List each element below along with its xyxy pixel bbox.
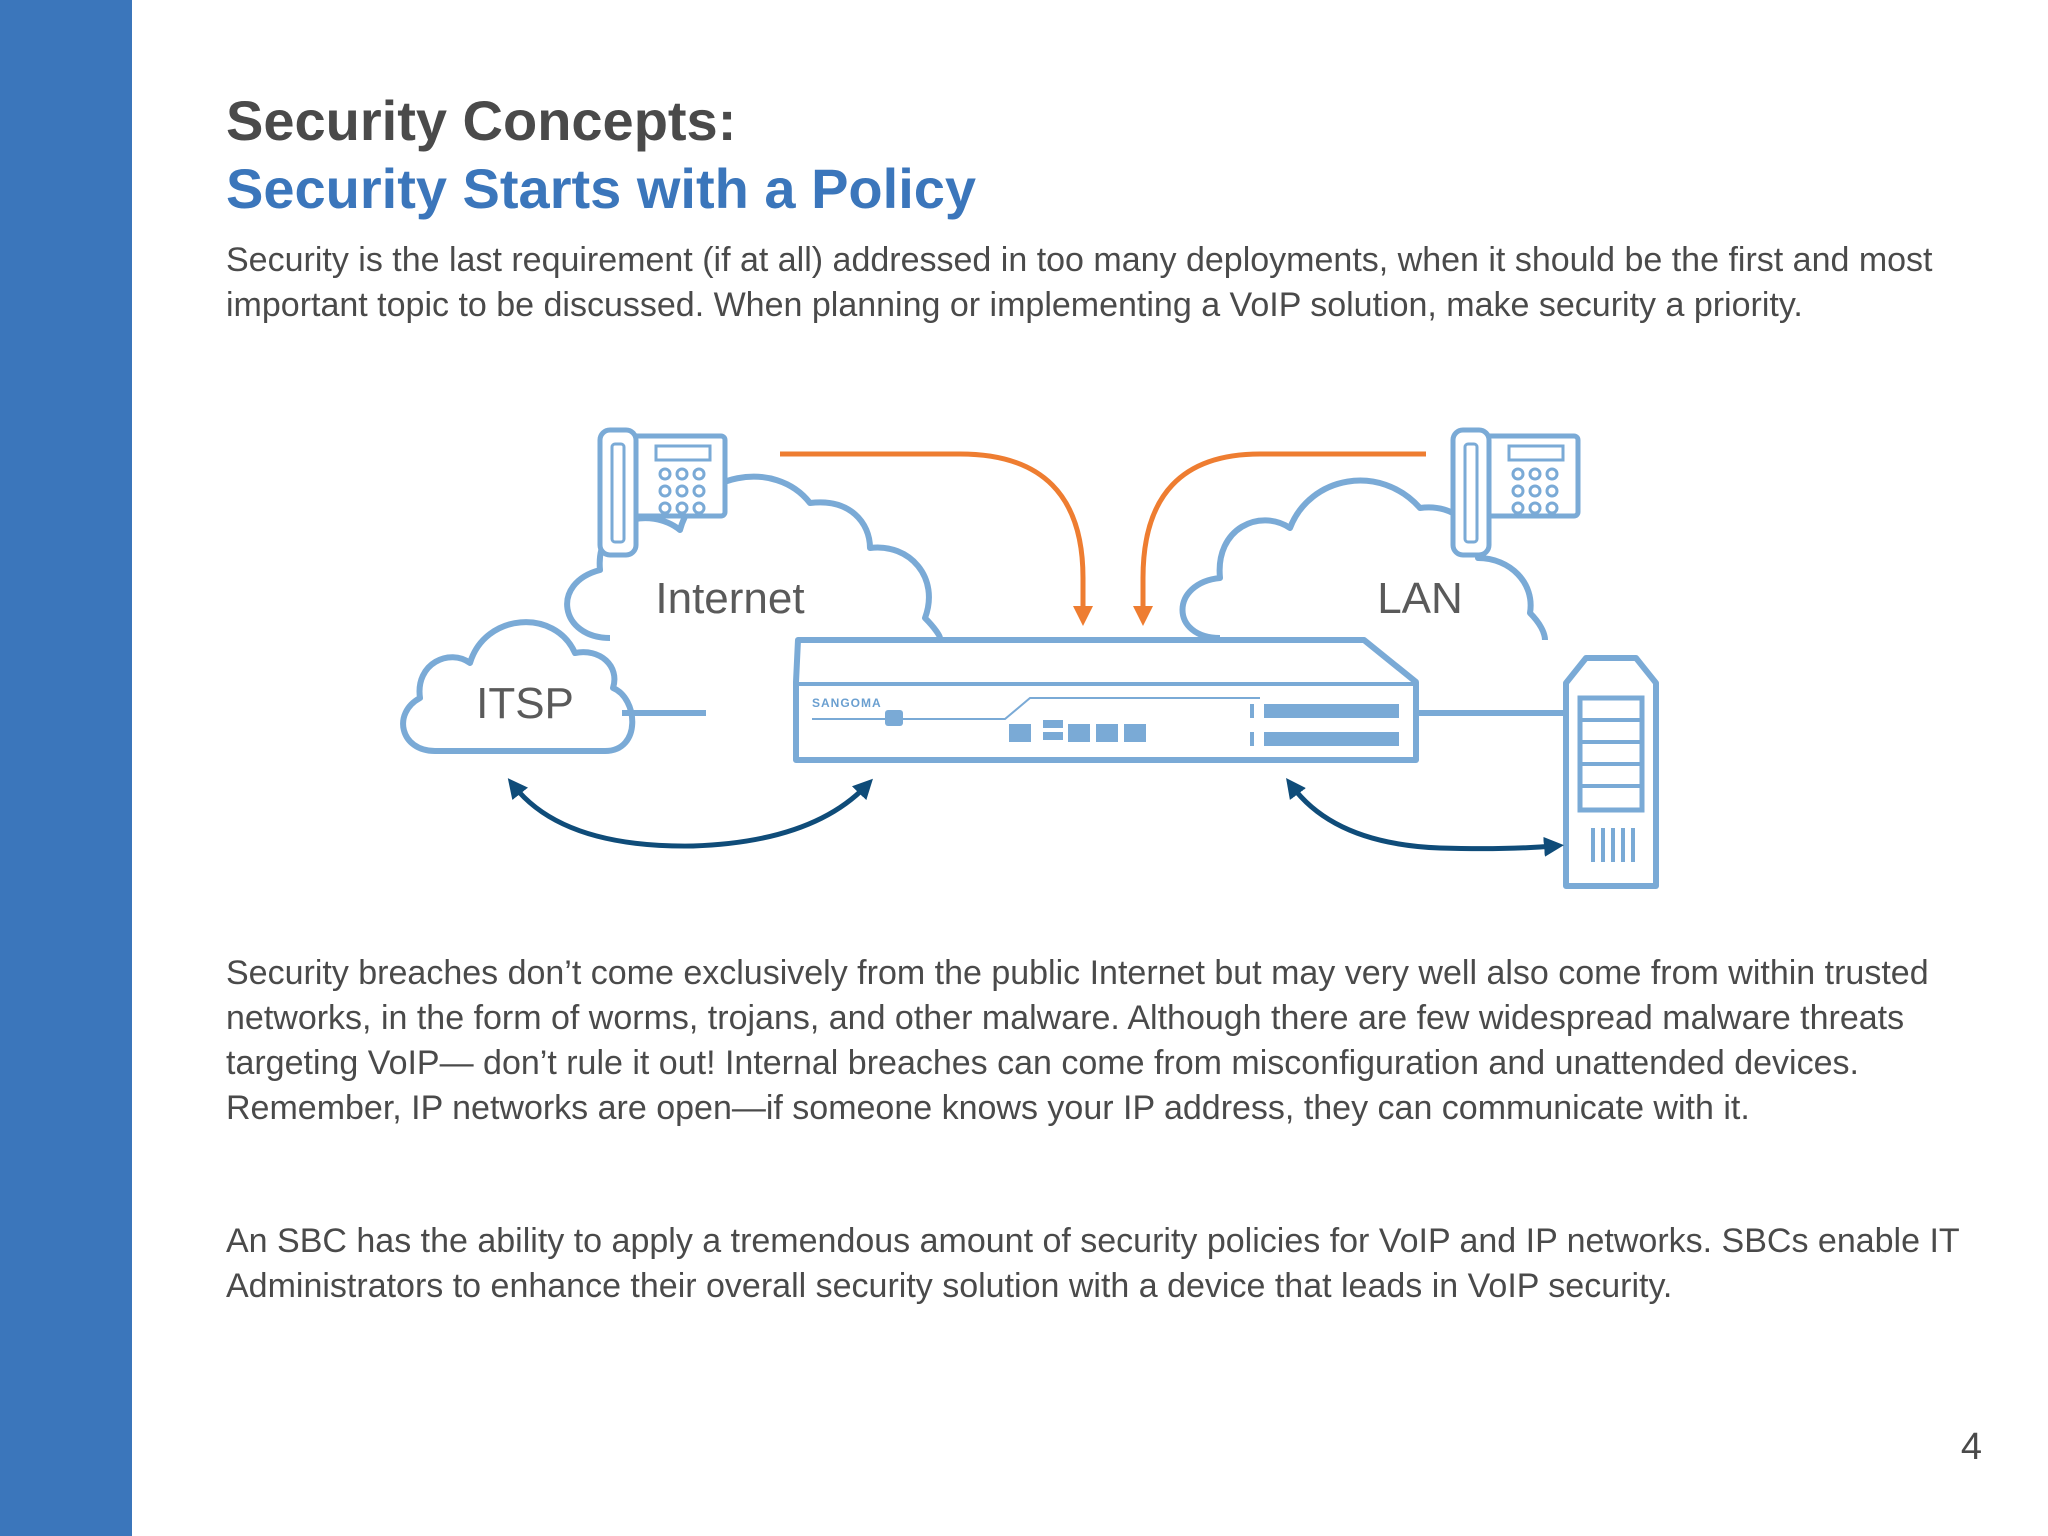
network-diagram: Internet LAN ITSP SANGOMA [400,427,1659,889]
desk-phone-right-icon [1450,427,1581,558]
body-paragraph-sbc: An SBC has the ability to apply a tremen… [226,1222,1960,1305]
navy-arrow-lan [1286,777,1564,857]
lan-label: LAN [1377,574,1463,623]
internet-cloud: Internet [564,473,943,641]
itsp-label: ITSP [476,679,574,728]
desk-phone-left-icon [597,427,728,558]
sangoma-logo: SANGOMA [812,696,882,710]
itsp-cloud: ITSP [400,619,636,754]
page-subtitle: Security Starts with a Policy [226,157,977,220]
page-number: 4 [1960,1426,1982,1468]
intro-paragraph: Security is the last requirement (if at … [226,241,1933,324]
body-paragraph-breaches: Security breaches don’t come exclusively… [226,954,1929,1127]
internet-label: Internet [655,574,804,623]
orange-arrow-right [1133,451,1426,626]
left-accent-bar [0,0,132,1536]
page-title: Security Concepts: [226,89,737,152]
orange-arrow-left [780,451,1093,626]
navy-arrow-itsp [507,778,873,849]
sbc-appliance-icon: SANGOMA [793,637,1419,763]
server-tower-icon [1563,655,1659,889]
